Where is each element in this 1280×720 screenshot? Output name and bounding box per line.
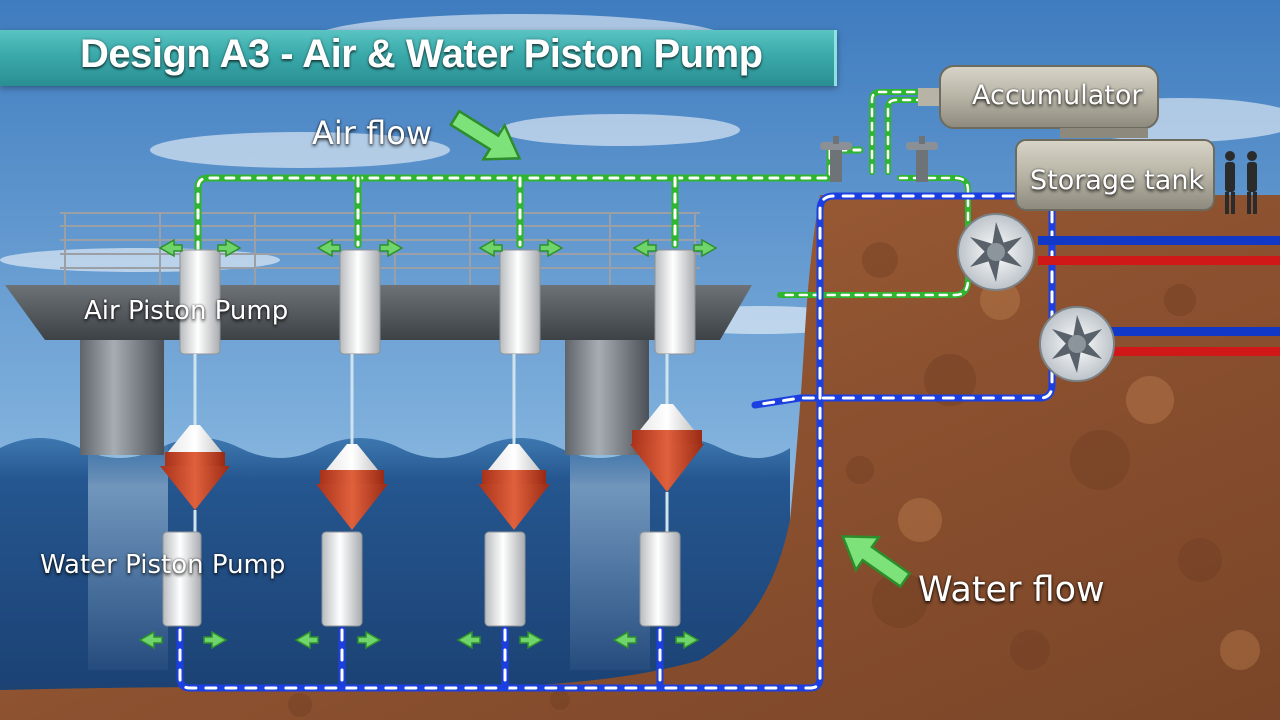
flow-arrow-icon — [138, 238, 718, 650]
rock-highlights — [898, 280, 1260, 670]
pump-unit — [160, 249, 230, 627]
water-flow-label: Water flow — [918, 570, 1105, 610]
water-flow-line — [176, 192, 1056, 692]
storage-tank — [1015, 139, 1215, 211]
storage-tank-label: Storage tank — [1030, 165, 1205, 196]
valve-icon — [820, 136, 852, 182]
person-icon — [1225, 151, 1235, 214]
air-flow-line — [194, 89, 971, 298]
valve-icon — [906, 136, 938, 182]
accumulator-label: Accumulator — [972, 80, 1143, 111]
turbine-icon — [957, 213, 1035, 291]
turbine-icon — [1039, 306, 1115, 382]
water-flow-arrow-icon — [840, 535, 912, 589]
accumulator — [918, 65, 1159, 138]
water-piston-pump-label: Water Piston Pump — [40, 550, 286, 580]
air-flow-arrow-icon — [449, 109, 522, 161]
pump-unit — [316, 249, 388, 627]
title-banner — [0, 30, 837, 86]
person-icon — [1247, 151, 1257, 214]
pump-unit — [478, 249, 550, 627]
page-title: Design A3 - Air & Water Piston Pump — [80, 32, 763, 76]
output-pipes — [1038, 236, 1280, 356]
air-flow-label: Air flow — [312, 114, 433, 152]
air-piston-pump-label: Air Piston Pump — [84, 296, 289, 326]
pump-unit — [630, 249, 704, 627]
rock-texture — [288, 242, 1222, 717]
rock-cliff — [0, 195, 1280, 720]
